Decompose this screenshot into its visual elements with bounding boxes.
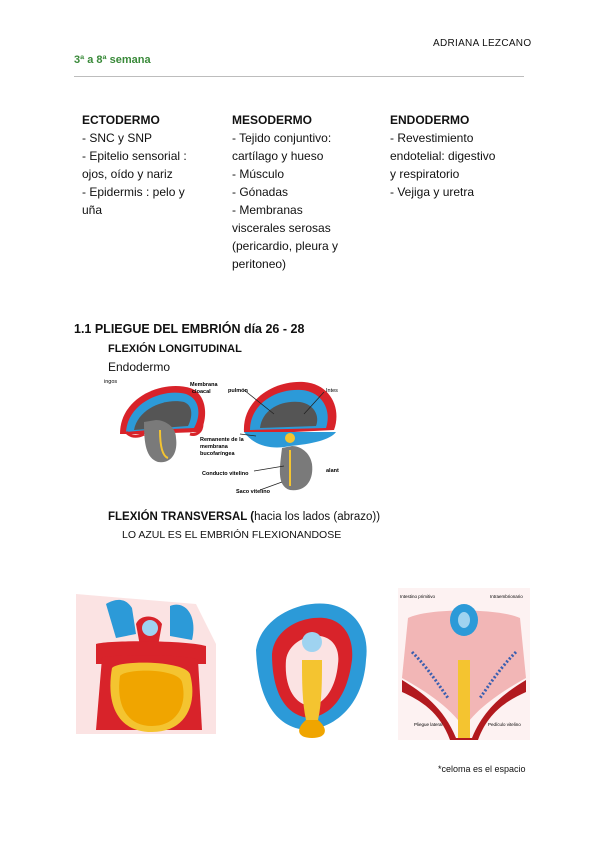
transverse-figure-1 xyxy=(76,594,216,734)
longitudinal-heading: FLEXIÓN LONGITUDINAL xyxy=(108,343,242,355)
section-title: 1.1 PLIEGUE DEL EMBRIÓN día 26 - 28 xyxy=(74,322,305,336)
week-range-heading: 3ª a 8ª semana xyxy=(74,54,151,66)
mesodermo-line: - Músculo xyxy=(232,167,285,181)
transversal-heading-plain: hacia los lados (abrazo)) xyxy=(254,511,381,523)
ectodermo-line: - Epidermis : pelo y xyxy=(82,185,185,199)
right-embryo-diagram xyxy=(243,381,337,491)
endodermo-line: - Vejiga y uretra xyxy=(390,185,475,199)
label-intestino: Intestino primitivo xyxy=(400,594,436,599)
label-saco: Saco vitelino xyxy=(236,489,271,495)
transverse-figure-3: Intestino primitivo Intraembrionario Pli… xyxy=(398,588,530,740)
endodermo-line: endotelial: digestivo xyxy=(390,149,496,163)
endodermo-subheading: Endodermo xyxy=(108,360,171,374)
mesodermo-line: cartílago y hueso xyxy=(232,149,324,163)
ectodermo-column: ECTODERMO - SNC y SNP - Epitelio sensori… xyxy=(82,111,187,219)
longitudinal-flexion-figure: ingos Membrana cloacal pulmón Intes Rema… xyxy=(104,379,339,495)
header-divider xyxy=(74,76,524,77)
footnote: *celoma es el espacio xyxy=(438,764,526,774)
mesodermo-title: MESODERMO xyxy=(232,113,313,127)
label-remanente-2: membrana xyxy=(200,444,229,450)
ectodermo-line: - Epitelio sensorial : xyxy=(82,149,187,163)
endodermo-title: ENDODERMO xyxy=(390,113,470,127)
left-embryo-diagram xyxy=(120,385,206,463)
author-name: ADRIANA LEZCANO xyxy=(433,38,532,49)
endodermo-line: - Revestimiento xyxy=(390,131,474,145)
ectodermo-line: ojos, oído y nariz xyxy=(82,167,173,181)
endodermo-line: y respiratorio xyxy=(390,167,460,181)
label-remanente-1: Remanente de la xyxy=(200,437,245,443)
label-intes: Intes xyxy=(326,388,338,394)
transversal-note: LO AZUL ES EL EMBRIÓN FLEXIONANDOSE xyxy=(122,529,342,541)
mesodermo-line: - Tejido conjuntivo: xyxy=(232,131,332,145)
endodermo-column: ENDODERMO - Revestimiento endotelial: di… xyxy=(390,111,495,201)
ectodermo-title: ECTODERMO xyxy=(82,113,160,127)
mesodermo-line: - Membranas xyxy=(232,203,303,217)
label-remanente-3: bucofaríngea xyxy=(200,451,235,457)
transversal-heading-bold: FLEXIÓN TRANSVERSAL ( xyxy=(108,511,255,523)
mesodermo-line: peritoneo) xyxy=(232,257,287,271)
label-intraembrionario: Intraembrionario xyxy=(490,594,523,599)
label-pliegue: Pliegue lateral xyxy=(414,722,443,727)
ectodermo-line: - SNC y SNP xyxy=(82,131,153,145)
label-pedicle: Pedículo vitelino xyxy=(488,722,521,727)
label-cloacal: cloacal xyxy=(192,389,211,395)
mesodermo-line: (pericardio, pleura y xyxy=(232,239,339,253)
mesodermo-line: - Gónadas xyxy=(232,185,289,199)
ectodermo-line: uña xyxy=(82,203,103,217)
label-ingos: ingos xyxy=(104,379,117,385)
mesodermo-line: viscerales serosas xyxy=(232,221,331,235)
transversal-heading: FLEXIÓN TRANSVERSAL (hacia los lados (ab… xyxy=(108,511,380,523)
label-pulmon: pulmón xyxy=(228,388,248,394)
mesodermo-column: MESODERMO - Tejido conjuntivo: cartílago… xyxy=(232,111,338,273)
transverse-figure-2 xyxy=(256,603,367,738)
label-conducto: Conducto vitelino xyxy=(202,471,249,477)
label-alant: alant xyxy=(326,468,339,474)
label-membrana: Membrana xyxy=(190,382,218,388)
